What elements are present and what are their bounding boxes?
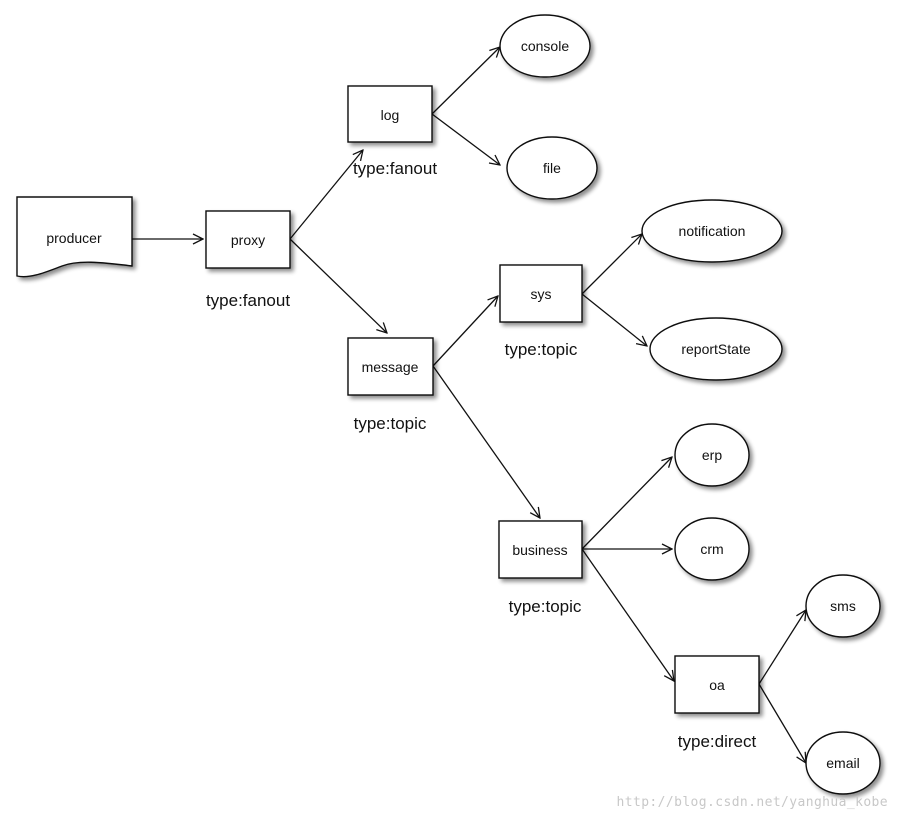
- message-type-label: type:topic: [354, 414, 427, 433]
- producer-node: producer: [16, 196, 133, 278]
- log-label: log: [381, 107, 400, 123]
- edge-proxy-log: [289, 150, 363, 240]
- reportstate-node: reportState: [649, 317, 783, 381]
- business-node: business: [498, 520, 583, 579]
- crm-node: crm: [674, 517, 750, 581]
- crm-label: crm: [700, 541, 723, 557]
- message-node: message: [347, 337, 434, 396]
- edge-proxy-message: [289, 238, 387, 333]
- edge-sys-reportstate: [581, 293, 647, 346]
- email-label: email: [826, 755, 859, 771]
- sys-label: sys: [531, 286, 552, 302]
- notification-node: notification: [641, 199, 783, 263]
- proxy-node: proxy: [205, 210, 291, 269]
- oa-label: oa: [709, 677, 725, 693]
- notification-label: notification: [679, 223, 746, 239]
- edge-message-sys: [432, 296, 498, 367]
- log-node: log: [347, 85, 433, 143]
- edge-log-file: [431, 113, 500, 165]
- producer-label: producer: [46, 230, 102, 246]
- erp-label: erp: [702, 447, 722, 463]
- console-label: console: [521, 38, 569, 54]
- business-label: business: [512, 542, 567, 558]
- file-label: file: [543, 160, 561, 176]
- edge-oa-email: [758, 683, 806, 763]
- proxy-type-label: type:fanout: [206, 291, 290, 310]
- file-node: file: [506, 136, 598, 200]
- reportstate-label: reportState: [681, 341, 750, 357]
- business-type-label: type:topic: [509, 597, 582, 616]
- sys-type-label: type:topic: [505, 340, 578, 359]
- email-node: email: [805, 731, 881, 795]
- sys-node: sys: [499, 264, 583, 323]
- edge-sys-notification: [581, 234, 642, 295]
- edges: [132, 47, 806, 763]
- edge-business-oa: [581, 548, 674, 681]
- erp-node: erp: [674, 423, 750, 487]
- edge-log-console: [431, 47, 500, 115]
- console-node: console: [499, 14, 591, 78]
- oa-type-label: type:direct: [678, 732, 757, 751]
- oa-node: oa: [674, 655, 760, 714]
- edge-business-erp: [581, 457, 672, 550]
- proxy-label: proxy: [231, 232, 265, 248]
- watermark: http://blog.csdn.net/yanghua_kobe: [617, 795, 888, 810]
- log-type-label: type:fanout: [353, 159, 437, 178]
- message-label: message: [362, 359, 419, 375]
- edge-oa-sms: [758, 610, 806, 685]
- sms-node: sms: [805, 574, 881, 638]
- edge-message-business: [432, 365, 540, 518]
- sms-label: sms: [830, 598, 856, 614]
